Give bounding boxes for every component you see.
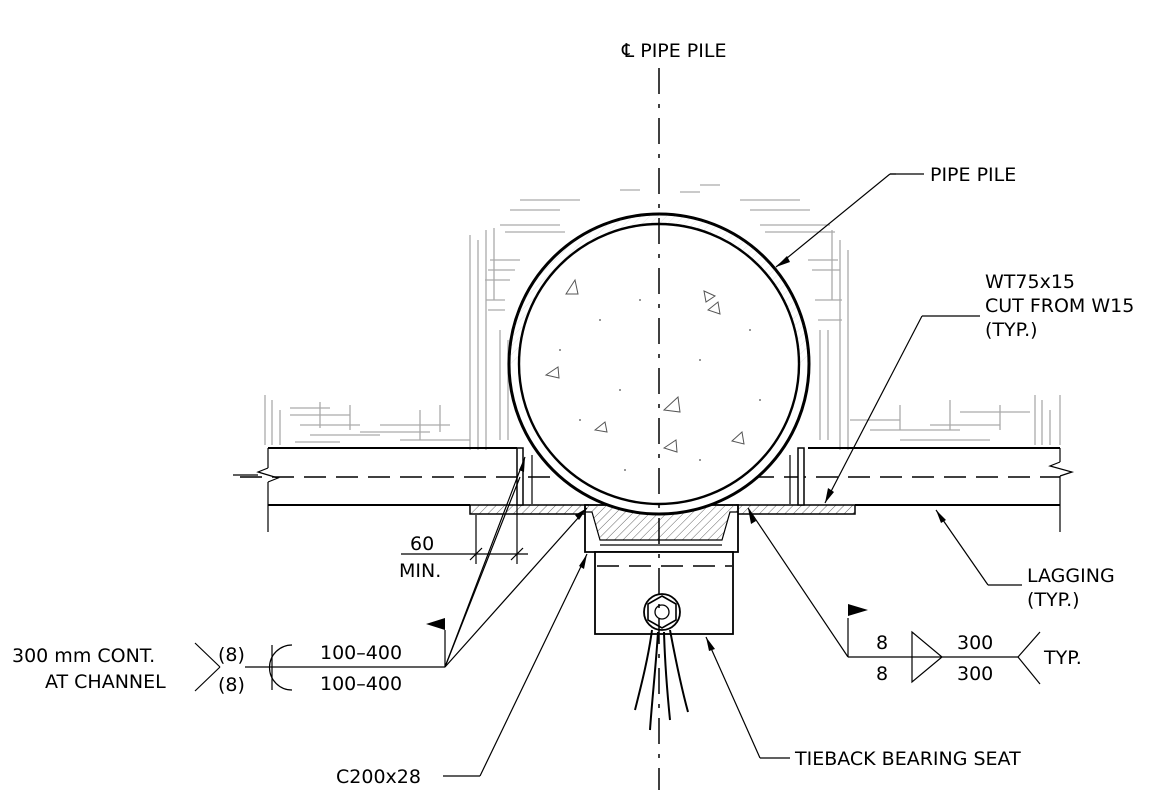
pipe-pile-leader bbox=[775, 173, 924, 268]
dimension-min: MIN. bbox=[399, 560, 441, 582]
wt-label-line2: CUT FROM W15 bbox=[985, 295, 1134, 317]
weld-pitch-bottom: 100–400 bbox=[320, 673, 402, 695]
wt-label-line3: (TYP.) bbox=[985, 319, 1038, 341]
concrete-dots bbox=[559, 299, 761, 471]
dimension-value: 60 bbox=[410, 533, 434, 555]
channel-section bbox=[584, 504, 739, 553]
tieback-bearing-seat bbox=[594, 551, 734, 731]
right-weld-size-top: 8 bbox=[876, 632, 888, 654]
concrete-fill-marks bbox=[544, 278, 745, 453]
soil-hatch bbox=[264, 184, 1061, 450]
lagging-label-line1: LAGGING bbox=[1027, 565, 1115, 587]
right-weld-len-bottom: 300 bbox=[957, 663, 993, 685]
lagging-right bbox=[808, 447, 1075, 532]
channel-note-line1: 300 mm CONT. bbox=[12, 645, 155, 667]
channel-label: C200x28 bbox=[336, 766, 421, 788]
tieback-leader bbox=[705, 636, 790, 759]
right-weld-symbol bbox=[747, 507, 1041, 685]
wt-leader bbox=[824, 315, 980, 504]
pipe-pile bbox=[507, 212, 811, 516]
right-weld-size-bottom: 8 bbox=[876, 663, 888, 685]
wt-label-line1: WT75x15 bbox=[985, 271, 1075, 293]
lagging-leader bbox=[935, 509, 1022, 586]
lagging-label-line2: (TYP.) bbox=[1027, 589, 1080, 611]
left-weld-symbol bbox=[194, 456, 588, 692]
channel-leader bbox=[443, 553, 588, 777]
centerline-label: ℄ PIPE PILE bbox=[621, 40, 726, 62]
right-weld-typ: TYP. bbox=[1043, 647, 1082, 669]
pipe-pile-label: PIPE PILE bbox=[930, 164, 1016, 186]
weld-size-top: (8) bbox=[218, 644, 245, 666]
right-weld-len-top: 300 bbox=[957, 632, 993, 654]
weld-pitch-top: 100–400 bbox=[320, 642, 402, 664]
channel-note-line2: AT CHANNEL bbox=[45, 671, 166, 693]
min-dimension bbox=[401, 505, 528, 564]
weld-size-bottom: (8) bbox=[218, 674, 245, 696]
lagging-left bbox=[233, 447, 517, 532]
tieback-label: TIEBACK BEARING SEAT bbox=[794, 748, 1021, 770]
